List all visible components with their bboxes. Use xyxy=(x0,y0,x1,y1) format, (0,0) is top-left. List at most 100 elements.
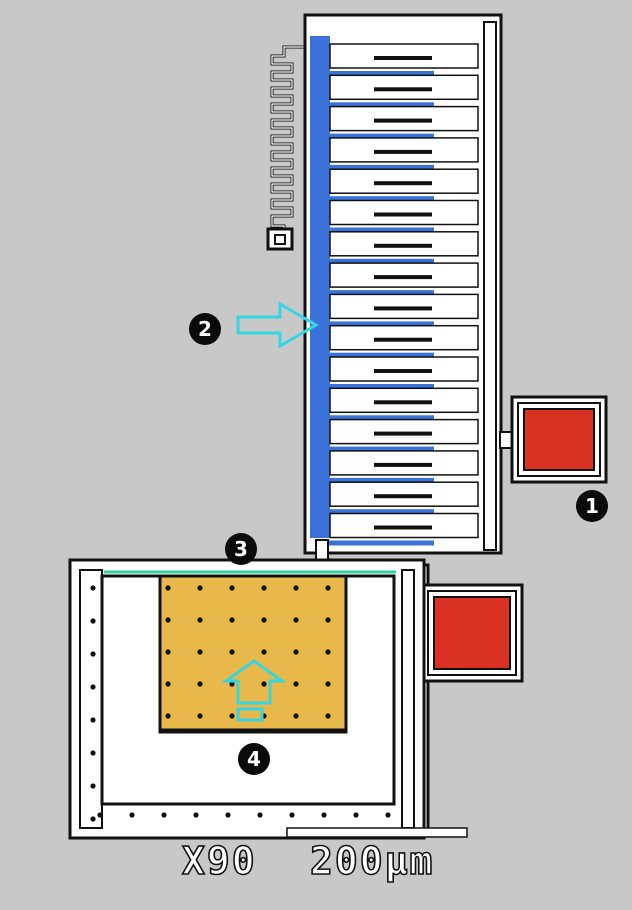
stage-etch-hole xyxy=(165,617,171,623)
serpentine-spring xyxy=(266,45,306,251)
etch-hole xyxy=(90,585,96,591)
etch-hole xyxy=(385,812,391,818)
scale-bar xyxy=(286,827,468,838)
stage-etch-hole xyxy=(165,649,171,655)
etch-hole xyxy=(225,812,231,818)
moving-finger xyxy=(316,133,434,139)
stage-etch-hole xyxy=(325,649,331,655)
etch-hole xyxy=(90,816,96,822)
svg-text:1: 1 xyxy=(585,494,599,518)
pad-metal xyxy=(433,596,511,670)
stage-etch-hole xyxy=(325,585,331,591)
stage-etch-hole xyxy=(325,617,331,623)
stage-plate xyxy=(158,574,348,732)
stage-etch-hole xyxy=(261,649,267,655)
etch-hole xyxy=(90,783,96,789)
svg-text:4: 4 xyxy=(247,747,261,771)
stage-etch-hole xyxy=(325,681,331,687)
spring-trace-inner xyxy=(271,46,306,230)
etch-hole xyxy=(90,684,96,690)
moving-finger xyxy=(316,71,434,76)
stage-etch-hole xyxy=(165,713,171,719)
comb-spine xyxy=(310,36,330,538)
comb-drive xyxy=(303,13,503,571)
moving-finger xyxy=(316,352,434,358)
finger-gap xyxy=(374,212,432,217)
stage-etch-hole xyxy=(325,713,331,719)
moving-finger xyxy=(316,258,434,264)
callout-3: 3 xyxy=(225,533,257,565)
moving-finger xyxy=(316,196,434,202)
stage-etch-hole xyxy=(197,713,203,719)
moving-finger xyxy=(316,227,434,233)
fixed-finger xyxy=(329,199,479,226)
finger-gap xyxy=(374,462,432,467)
stage-etch-hole xyxy=(261,585,267,591)
etch-hole xyxy=(353,812,359,818)
svg-text:2: 2 xyxy=(198,317,212,341)
finger-gap xyxy=(374,525,432,530)
stage-etch-hole xyxy=(229,681,235,687)
etch-hole xyxy=(257,812,263,818)
stage-etch-hole xyxy=(197,681,203,687)
moving-finger xyxy=(316,540,434,546)
stage-etch-hole xyxy=(293,713,299,719)
finger-gap xyxy=(374,306,432,311)
finger-gap xyxy=(374,149,432,154)
moving-finger xyxy=(316,446,434,452)
bond-pad-upper xyxy=(499,395,608,484)
fixed-finger xyxy=(329,356,479,382)
callout-4: 4 xyxy=(238,743,270,775)
etch-hole xyxy=(289,812,295,818)
moving-finger xyxy=(316,321,434,327)
stage-etch-hole xyxy=(165,585,171,591)
etch-hole xyxy=(90,618,96,624)
etch-hole xyxy=(321,812,327,818)
moving-finger xyxy=(316,384,434,389)
stage-etch-hole xyxy=(229,713,235,719)
stage-etch-hole xyxy=(293,681,299,687)
finger-gap xyxy=(374,337,432,342)
stage-etch-hole xyxy=(197,585,203,591)
stage-etch-hole xyxy=(293,585,299,591)
finger-gap xyxy=(374,56,432,60)
etch-hole xyxy=(90,717,96,723)
finger-gap xyxy=(374,275,432,280)
anchor-pad-inner xyxy=(274,234,286,245)
stage-etch-hole xyxy=(197,617,203,623)
etch-hole xyxy=(161,812,167,818)
anchor-pad xyxy=(266,227,294,251)
magnification-label: X90 xyxy=(182,839,257,883)
moving-finger xyxy=(316,477,434,483)
stage-etch-hole xyxy=(197,649,203,655)
moving-finger xyxy=(316,509,434,515)
arrow-up-icon xyxy=(221,659,287,722)
etch-hole xyxy=(90,651,96,657)
etch-hole xyxy=(129,812,135,818)
stage-etch-hole xyxy=(229,649,235,655)
moving-finger xyxy=(316,415,434,421)
svg-text:3: 3 xyxy=(234,537,248,561)
etch-hole xyxy=(90,750,96,756)
spring-trace xyxy=(270,45,306,230)
stage-etch-hole xyxy=(229,617,235,623)
moving-finger xyxy=(316,164,434,170)
stage-etch-hole xyxy=(293,617,299,623)
callout-2: 2 xyxy=(189,313,221,345)
finger-gap xyxy=(374,369,432,373)
finger-gap xyxy=(374,400,432,405)
finger-gap xyxy=(374,87,432,92)
pad-ring xyxy=(517,402,601,477)
arrow-right-icon xyxy=(236,301,319,349)
finger-gap xyxy=(374,431,432,436)
fixed-finger xyxy=(329,137,479,163)
scale-length-label: 200µm xyxy=(310,839,434,883)
finger-gap xyxy=(374,181,432,186)
pad-ring xyxy=(427,590,517,676)
etch-hole xyxy=(193,812,199,818)
finger-gap xyxy=(374,494,432,499)
etch-hole xyxy=(97,812,103,818)
stage-etch-hole xyxy=(165,681,171,687)
mirror-stage xyxy=(158,574,348,732)
